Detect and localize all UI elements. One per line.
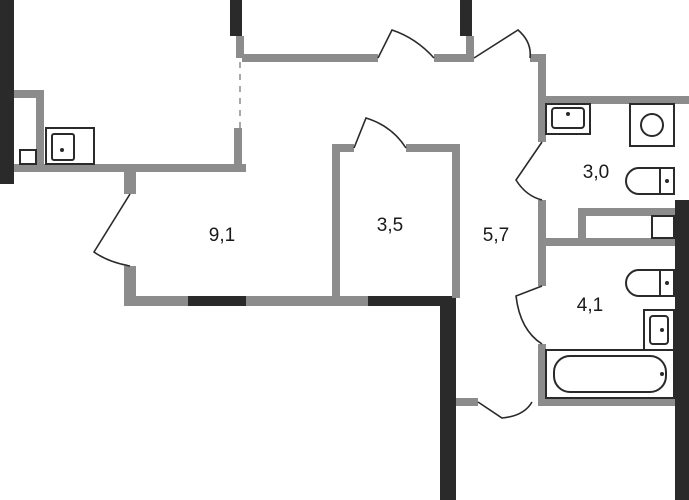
hall-bottom-door [477, 401, 533, 419]
hall-outer-wall-bottom [440, 296, 456, 500]
room91-door [92, 193, 131, 267]
hall-bottom-wall [456, 398, 478, 406]
fixtures [19, 103, 675, 399]
wc-door [515, 141, 543, 201]
kitchen-divider-wall [234, 128, 242, 172]
outer-wall-left [0, 0, 14, 184]
room91-bottom-wall-1 [124, 296, 188, 306]
top-wall-stub-2 [460, 0, 472, 36]
bath-door [515, 285, 543, 345]
closet-bottom-window [368, 296, 456, 306]
top-wall-stub-1b [236, 36, 244, 58]
wc-sink-bowl-icon [551, 107, 585, 129]
corridor-top-wall-1 [242, 54, 378, 62]
room91-left-wall-top [124, 172, 136, 194]
closet-right-wall [452, 144, 460, 298]
kitchen-sink-drain-icon [60, 148, 64, 152]
doors [92, 29, 543, 419]
bathtub-drain-icon [660, 372, 664, 376]
bath-toilet-button-icon [665, 281, 669, 285]
bath-sink-drain-icon [660, 328, 664, 332]
wc-shelf-side-wall [578, 208, 586, 242]
bathtub-basin-icon [553, 355, 667, 393]
wc-top-wall [538, 96, 689, 104]
hall-right-wall-lower [538, 344, 546, 404]
wc-sink-drain-icon [566, 112, 570, 116]
closet-top-wall-left [332, 144, 354, 152]
room-area-label: 9,1 [209, 225, 235, 246]
room-area-label: 3,5 [377, 215, 403, 236]
room-area-label: 4,1 [577, 295, 603, 316]
kitchen-sink-bowl-icon [51, 133, 75, 161]
kitchen-stove-icon [19, 149, 37, 165]
top-wall-stub-1 [230, 0, 242, 36]
wc-bath-divider-wall [538, 238, 689, 246]
room-area-label: 3,0 [583, 162, 609, 183]
closet-door [353, 117, 407, 149]
wc-toilet-button-icon [665, 179, 669, 183]
room91-bottom-window [188, 296, 246, 306]
outer-wall-right [675, 200, 689, 500]
kitchen-niche-top-wall [14, 90, 44, 98]
kitchen-niche-side-wall [36, 90, 44, 172]
top-wall-stub-2b [466, 36, 474, 56]
corridor-top-wall-2 [434, 54, 474, 62]
bath-bottom-wall [538, 398, 675, 406]
wc-shelf-wall [578, 208, 689, 216]
corridor-top-wall-3 [530, 54, 544, 62]
room-area-label: 5,7 [483, 225, 509, 246]
corridor-door-1 [377, 29, 435, 59]
closet-left-wall [332, 144, 340, 298]
washing-machine-drum-icon [640, 113, 664, 137]
kitchen-bottom-wall [14, 164, 246, 172]
room-labels: 9,1 3,5 5,7 3,0 4,1 [209, 162, 609, 316]
bath-sink-bowl-icon [649, 315, 669, 345]
room91-bottom-wall-2 [246, 296, 368, 306]
corridor-door-2 [473, 29, 532, 59]
wc-towel-icon [651, 215, 675, 239]
closet-top-wall-right [406, 144, 460, 152]
